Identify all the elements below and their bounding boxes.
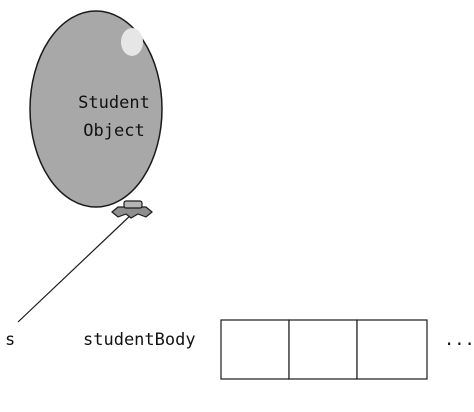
reference-variable-label: s xyxy=(5,330,15,350)
array-box xyxy=(220,319,428,380)
balloon-label-line1: Student xyxy=(78,93,150,113)
array-cell xyxy=(288,319,358,380)
balloon-string xyxy=(17,212,134,323)
balloon-knot xyxy=(111,200,153,219)
balloon-label-line2: Object xyxy=(83,121,144,141)
balloon-body xyxy=(29,10,163,208)
array-cell xyxy=(220,319,290,380)
array-ellipsis: ... xyxy=(444,330,474,350)
array-variable-label: studentBody xyxy=(83,330,196,350)
array-cell xyxy=(356,319,428,380)
balloon-highlight xyxy=(121,28,143,56)
